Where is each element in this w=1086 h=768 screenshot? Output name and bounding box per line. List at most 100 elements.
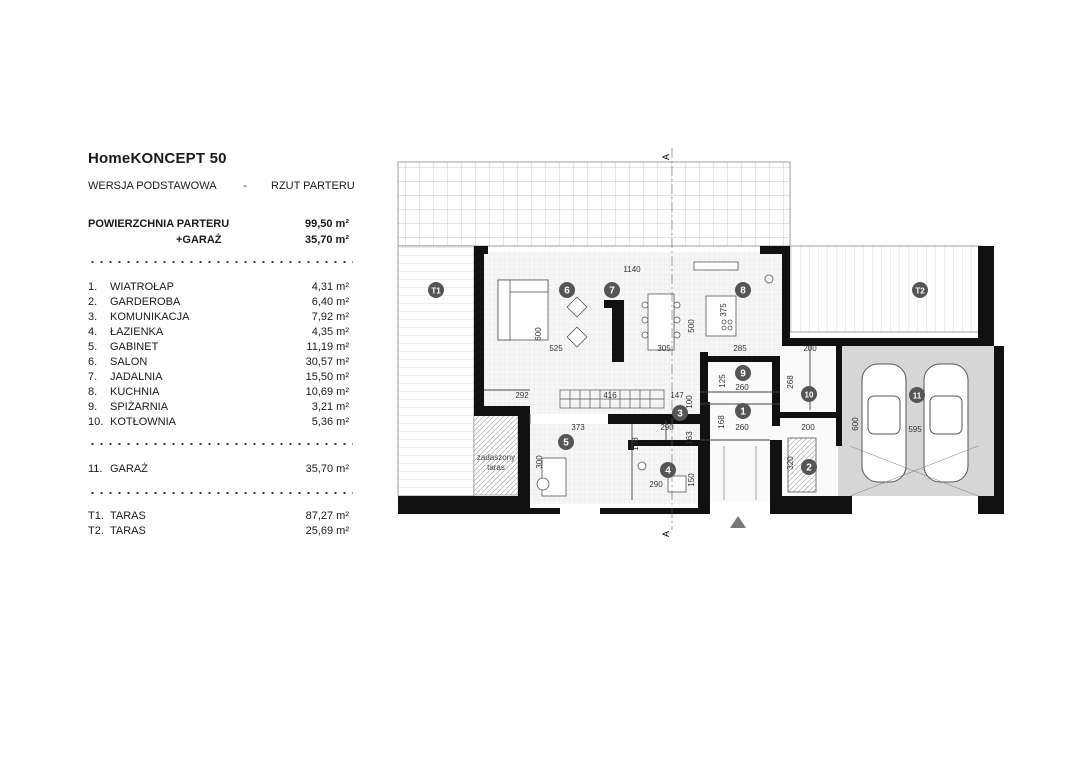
svg-text:1: 1 bbox=[740, 407, 746, 418]
dimension-label: 1140 bbox=[623, 265, 641, 274]
dimension-label: 375 bbox=[719, 303, 728, 317]
svg-text:7: 7 bbox=[609, 286, 615, 297]
room-marker-10: 10 bbox=[801, 386, 817, 402]
ground-area-value: 99,50 m² bbox=[304, 218, 349, 230]
room-marker-t1: T1 bbox=[428, 282, 444, 298]
walls bbox=[398, 246, 1004, 514]
dimension-label: 600 bbox=[851, 417, 860, 431]
room-name: KUCHNIA bbox=[110, 386, 160, 398]
terrace-area: 87,27 m² bbox=[305, 510, 349, 522]
dimension-label: 168 bbox=[717, 415, 726, 429]
svg-text:4: 4 bbox=[665, 466, 671, 477]
room-marker-3: 3 bbox=[672, 405, 688, 421]
room-name: KOMUNIKACJA bbox=[110, 311, 190, 323]
dimension-label: 200 bbox=[801, 423, 815, 432]
room-name: KOTŁOWNIA bbox=[110, 416, 177, 428]
room-marker-1: 1 bbox=[735, 403, 751, 419]
room-marker-2: 2 bbox=[801, 459, 817, 475]
room-area: 4,35 m² bbox=[311, 326, 349, 338]
room-marker-9: 9 bbox=[735, 365, 751, 381]
room-row: 3. KOMUNIKACJA 7,92 m² bbox=[88, 311, 353, 325]
dimension-label: 595 bbox=[908, 425, 922, 434]
dimension-label: 260 bbox=[735, 383, 749, 392]
subtitle-dash: - bbox=[243, 180, 247, 192]
room-number: 5. bbox=[88, 341, 98, 353]
room-name: GARDEROBA bbox=[110, 296, 181, 308]
room-name: SPIŻARNIA bbox=[110, 401, 169, 413]
dimension-label: 292 bbox=[515, 391, 529, 400]
dimension-label: 416 bbox=[603, 391, 617, 400]
room-name: ŁAZIENKA bbox=[110, 326, 164, 338]
terrace-t2 bbox=[789, 245, 983, 333]
room-area: 3,21 m² bbox=[311, 401, 349, 413]
room-row: 1. WIATROŁAP 4,31 m² bbox=[88, 281, 353, 295]
dimension-label: 320 bbox=[786, 456, 795, 470]
svg-text:T1: T1 bbox=[431, 287, 441, 296]
dimension-label: 125 bbox=[718, 374, 727, 388]
svg-text:11: 11 bbox=[913, 392, 922, 401]
project-title: HomeKONCEPT 50 bbox=[88, 150, 227, 167]
room-number: 1. bbox=[88, 281, 98, 293]
dimension-label: 147 bbox=[670, 391, 684, 400]
dimension-label: 290 bbox=[660, 423, 674, 432]
room-area: 15,50 m² bbox=[305, 371, 349, 383]
car-icons bbox=[861, 363, 969, 483]
svg-text:8: 8 bbox=[740, 286, 746, 297]
garage-area-row: +GARAŻ 35,70 m² bbox=[88, 234, 353, 248]
room-row: 6. SALON 30,57 m² bbox=[88, 356, 353, 370]
room-row: 8. KUCHNIA 10,69 m² bbox=[88, 386, 353, 400]
ground-area-label: POWIERZCHNIA PARTERU bbox=[88, 218, 230, 230]
room-marker-4: 4 bbox=[660, 462, 676, 478]
entrance-arrow-icon bbox=[730, 516, 746, 528]
room-number: 8. bbox=[88, 386, 98, 398]
dimension-label: 138 bbox=[631, 437, 640, 451]
room-area: 10,69 m² bbox=[305, 386, 349, 398]
dimension-label: 290 bbox=[649, 480, 663, 489]
dimension-label: 163 bbox=[685, 431, 694, 445]
svg-text:T2: T2 bbox=[915, 287, 925, 296]
room-name: JADALNIA bbox=[110, 371, 163, 383]
room-area: 35,70 m² bbox=[305, 463, 349, 475]
hall-floor bbox=[700, 362, 780, 502]
svg-text:3: 3 bbox=[677, 409, 683, 420]
room-area: 5,36 m² bbox=[311, 416, 349, 428]
svg-text:5: 5 bbox=[563, 438, 569, 449]
furniture bbox=[497, 261, 817, 497]
room-marker-t2: T2 bbox=[912, 282, 928, 298]
dimension-label: 100 bbox=[685, 395, 694, 409]
room-name: WIATROŁAP bbox=[110, 281, 174, 293]
terrace-name: TARAS bbox=[110, 510, 146, 522]
terrace-name: TARAS bbox=[110, 525, 146, 537]
room-marker-11: 11 bbox=[909, 387, 925, 403]
covered-terrace bbox=[473, 414, 519, 496]
room-marker-7: 7 bbox=[604, 282, 620, 298]
room-row: 10. KOTŁOWNIA 5,36 m² bbox=[88, 416, 353, 430]
room-number: 11. bbox=[88, 463, 103, 475]
divider bbox=[88, 492, 353, 494]
svg-text:9: 9 bbox=[740, 369, 746, 380]
covered-terrace-label: zadaszony bbox=[477, 453, 515, 462]
dimension-label: 525 bbox=[549, 344, 563, 353]
room-area: 7,92 m² bbox=[311, 311, 349, 323]
room-number: 10. bbox=[88, 416, 104, 428]
svg-text:2: 2 bbox=[806, 463, 812, 474]
room-area: 30,57 m² bbox=[305, 356, 349, 368]
room-number: 6. bbox=[88, 356, 98, 368]
room-number: 3. bbox=[88, 311, 98, 323]
dimension-label: 305 bbox=[657, 344, 671, 353]
dimension-label: 260 bbox=[735, 423, 749, 432]
version-label: WERSJA PODSTAWOWA bbox=[88, 180, 217, 192]
view-label: RZUT PARTERU bbox=[271, 180, 355, 192]
room-marker-8: 8 bbox=[735, 282, 751, 298]
room-name: SALON bbox=[110, 356, 148, 368]
room-area: 4,31 m² bbox=[311, 281, 349, 293]
dimension-label: 268 bbox=[786, 375, 795, 389]
terrace-area: 25,69 m² bbox=[305, 525, 349, 537]
